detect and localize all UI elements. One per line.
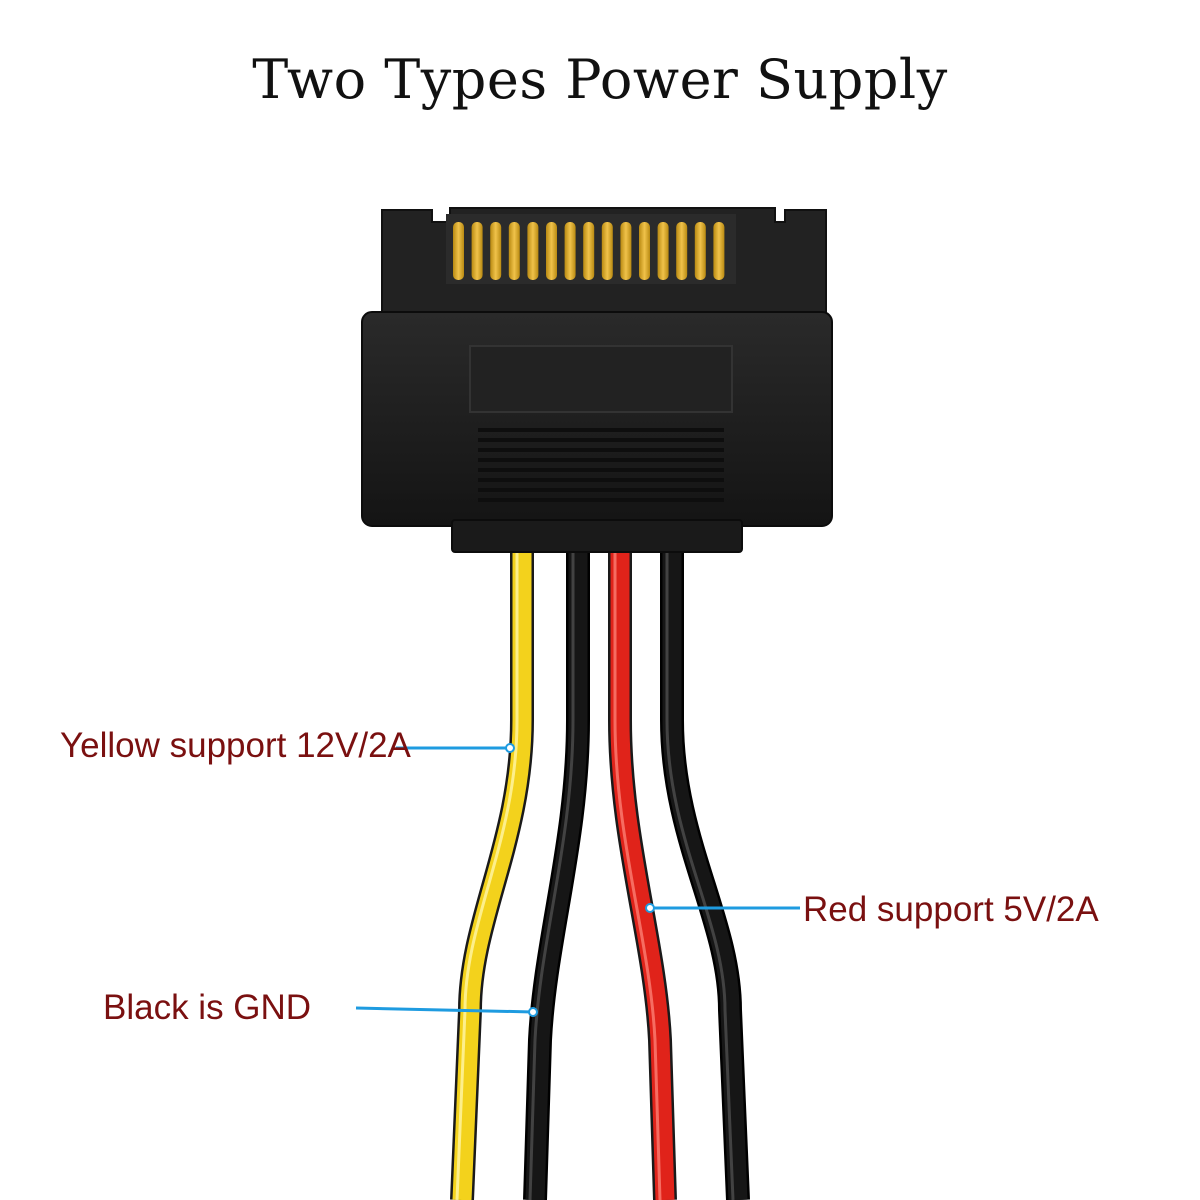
grip-ridges — [478, 428, 724, 502]
gold-pin — [453, 222, 464, 280]
gold-pin — [657, 222, 669, 280]
connector-body — [361, 311, 833, 527]
wire-yellow — [450, 540, 534, 1200]
gold-pin — [639, 222, 650, 280]
sata-connector — [361, 207, 833, 553]
gold-pin — [527, 222, 539, 280]
wire-black-1 — [523, 540, 590, 1200]
gold-pin — [620, 222, 632, 280]
leader-dot-red — [645, 903, 655, 913]
grip-ridge — [478, 468, 724, 472]
wire-bundle — [450, 540, 750, 1200]
grip-ridge — [478, 478, 724, 482]
gold-pin — [676, 222, 688, 280]
gold-pin — [601, 222, 613, 280]
leader-dot-black — [528, 1007, 538, 1017]
gold-pin — [583, 222, 595, 280]
grip-ridge — [478, 498, 724, 502]
gold-pin — [471, 222, 483, 280]
gold-pin — [490, 222, 502, 280]
leader-dot-yellow — [505, 743, 515, 753]
connector-panel — [469, 345, 733, 413]
leader-lines — [355, 743, 800, 1017]
gold-pin — [564, 222, 576, 280]
red-wire-label: Red support 5V/2A — [803, 890, 1099, 929]
grip-ridge — [478, 458, 724, 462]
grip-ridge — [478, 438, 724, 442]
wire-red — [608, 540, 677, 1200]
grip-ridge — [478, 428, 724, 432]
connector-tab — [451, 519, 743, 553]
gold-pins — [453, 222, 725, 280]
gold-pin — [713, 222, 725, 280]
wire-black-2 — [660, 540, 750, 1200]
gold-pin — [508, 222, 520, 280]
gold-pin — [546, 222, 557, 280]
yellow-wire-label: Yellow support 12V/2A — [60, 726, 411, 765]
gold-pin — [694, 222, 706, 280]
leader-line-black — [355, 1006, 534, 1014]
diagram-title: Two Types Power Supply — [252, 48, 948, 111]
grip-ridge — [478, 448, 724, 452]
black-wire-label: Black is GND — [103, 988, 312, 1027]
grip-ridge — [478, 488, 724, 492]
